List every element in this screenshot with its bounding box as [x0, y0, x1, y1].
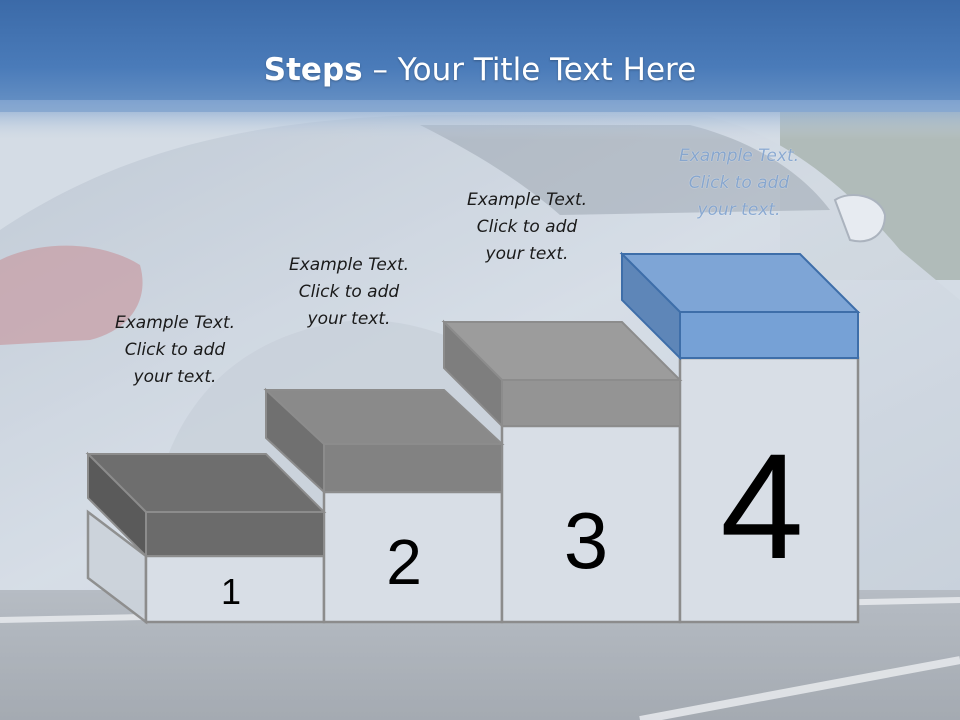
step-4-line2: Click to add	[688, 173, 790, 193]
step-3-text[interactable]: Example Text. Click to add your text.	[442, 187, 612, 268]
step-4-number: 4	[720, 422, 803, 590]
step-1-line1: Example Text.	[114, 313, 236, 333]
step-3-line1: Example Text.	[466, 190, 588, 210]
title-bold: Steps	[263, 52, 363, 88]
step-4-block[interactable]	[619, 251, 861, 361]
step-2-block[interactable]	[263, 387, 505, 495]
step-2-line1: Example Text.	[288, 255, 410, 275]
slide-title[interactable]: Steps – Your Title Text Here	[0, 52, 960, 88]
step-3-line3: your text.	[485, 244, 569, 264]
step-3-number: 3	[564, 496, 609, 585]
step-3-line2: Click to add	[476, 217, 578, 237]
steps-frame	[86, 356, 860, 625]
step-1-line2: Click to add	[124, 340, 226, 360]
step-3-block[interactable]	[441, 319, 683, 429]
step-2-number: 2	[386, 526, 422, 598]
step-2-text[interactable]: Example Text. Click to add your text.	[264, 252, 434, 333]
step-4-line1: Example Text.	[678, 146, 800, 166]
step-4-line3: your text.	[697, 200, 781, 220]
step-1-text[interactable]: Example Text. Click to add your text.	[90, 310, 260, 391]
step-2-line2: Click to add	[298, 282, 400, 302]
step-1-number: 1	[221, 571, 241, 612]
step-1-line3: your text.	[133, 367, 217, 387]
step-4-text[interactable]: Example Text. Click to add your text.	[654, 143, 824, 224]
title-rest: – Your Title Text Here	[362, 52, 697, 88]
step-1-block[interactable]	[85, 451, 327, 559]
step-2-line3: your text.	[307, 309, 391, 329]
